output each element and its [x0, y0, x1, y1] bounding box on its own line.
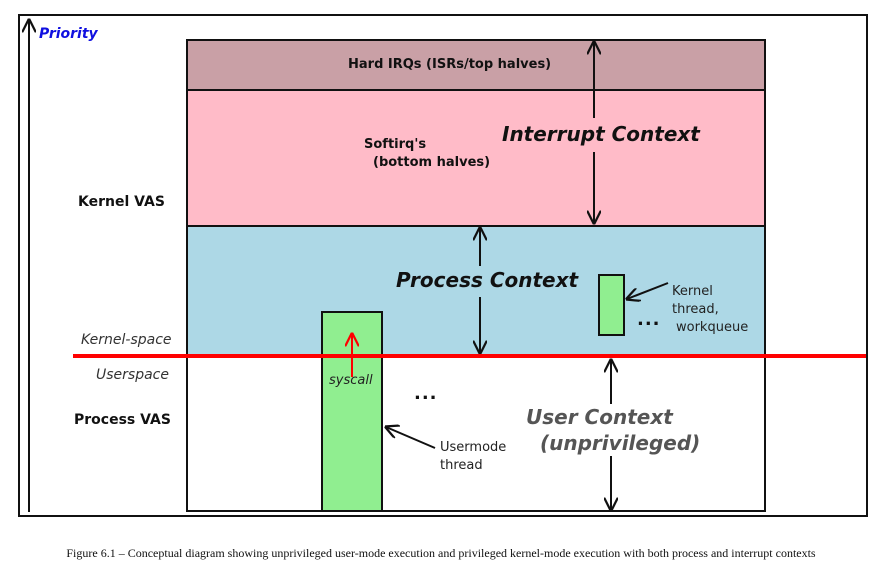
kernel-thread-label-line2: thread,	[672, 302, 719, 317]
kernel-thread-pointer-arrow	[627, 282, 669, 299]
process-vas-label: Process VAS	[74, 412, 171, 428]
hard-irq-band	[186, 39, 766, 91]
process-context-label: Process Context	[396, 268, 579, 292]
softirq-label-line1: Softirq's	[364, 137, 427, 152]
syscall-label: syscall	[329, 373, 373, 388]
user-context-band	[186, 355, 766, 512]
hard-irq-label: Hard IRQs (ISRs/top halves)	[348, 57, 552, 72]
kernel-thread-label-line1: Kernel	[672, 284, 713, 299]
usermode-thread-label-line2: thread	[440, 458, 483, 473]
usermode-thread-label-line1: Usermode	[440, 440, 507, 455]
user-context-label: User Context	[526, 405, 673, 429]
priority-axis-label: Priority	[39, 26, 98, 42]
userspace-label: Userspace	[96, 367, 169, 383]
kernel-space-label: Kernel-space	[81, 332, 172, 348]
kernel-thread-ellipsis: ...	[637, 309, 661, 330]
kernel-thread-box	[598, 274, 625, 336]
softirq-label-line2: (bottom halves)	[373, 155, 491, 170]
process-context-band	[186, 225, 766, 357]
usermode-ellipsis: ...	[414, 383, 438, 404]
kernel-thread-label-line3: workqueue	[676, 320, 749, 335]
figure-caption: Figure 6.1 – Conceptual diagram showing …	[66, 546, 816, 560]
kernel-vas-label: Kernel VAS	[78, 194, 165, 210]
user-context-sublabel: (unprivileged)	[540, 431, 701, 455]
interrupt-context-label: Interrupt Context	[502, 122, 700, 146]
usermode-thread-pointer-arrow	[386, 427, 436, 449]
